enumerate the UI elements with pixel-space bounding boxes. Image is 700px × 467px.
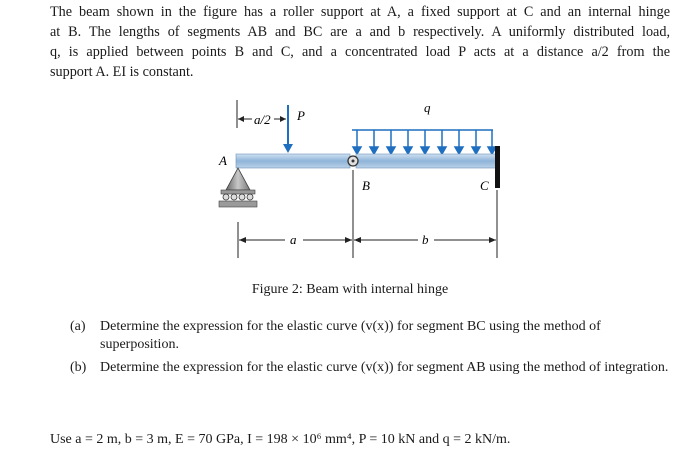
problem-line-4: support A. EI is constant. [50,64,194,80]
problem-statement: The beam shown in the figure has a rolle… [50,2,670,82]
problem-line-2: at B. The lengths of segments AB and BC … [50,24,670,40]
question-b: (b) Determine the expression for the ela… [70,359,670,377]
question-text: Determine the expression for the elastic… [100,360,669,375]
dimension-a: a [239,232,352,247]
label-a-over-2: a/2 [254,112,271,127]
point-load-P: P [283,105,305,153]
fixed-support-C [495,146,500,188]
question-label: (b) [70,360,87,375]
label-B: B [362,178,370,193]
beam-figure: a/2 P q [218,100,500,258]
label-a: a [290,232,297,247]
roller-support-A [218,167,258,208]
half-a-dimension: a/2 [236,100,286,128]
distributed-load-q: q [351,100,498,156]
question-list: (a) Determine the expression for the ela… [70,318,670,382]
label-b: b [422,232,429,247]
label-C: C [480,178,489,193]
question-label: (a) [70,319,86,334]
figure-caption: Figure 2: Beam with internal hinge [251,282,449,297]
label-q: q [424,100,431,115]
question-a: (a) Determine the expression for the ela… [70,318,670,354]
beam [235,153,497,169]
label-A: A [218,153,227,168]
problem-line-1: The beam shown in the figure has a rolle… [50,4,670,20]
hinge-B [347,155,359,167]
question-text: Determine the expression for the elastic… [100,319,601,352]
given-values: Use a = 2 m, b = 3 m, E = 70 GPa, I = 19… [50,432,511,447]
dimension-b: b [354,232,496,247]
problem-line-3: q, is applied between points B and C, an… [50,44,670,60]
label-P: P [296,108,305,123]
